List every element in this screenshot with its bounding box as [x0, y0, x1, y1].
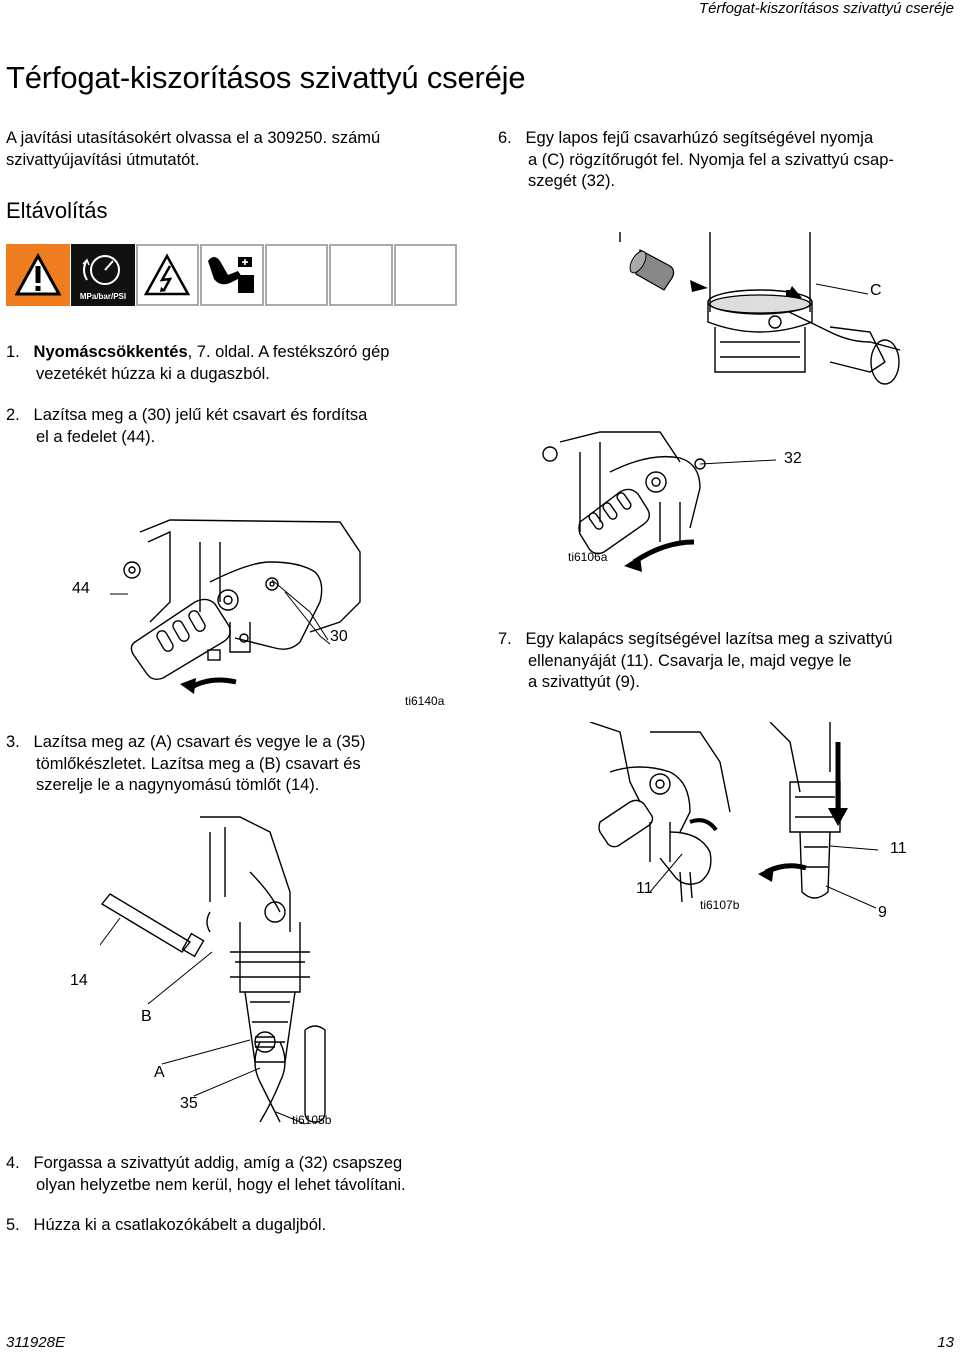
- label-11-left: 11: [636, 880, 653, 897]
- warning-blank-2: [329, 244, 393, 306]
- pressure-gauge-icon: MPa/bar/PSI: [70, 244, 135, 306]
- step-2: 2. Lazítsa meg a (30) jelű két csavart é…: [6, 405, 491, 448]
- running-header: Térfogat-kiszorításos szivattyú cseréje: [698, 0, 954, 17]
- figure-id-ti6106a: ti6106a: [568, 550, 608, 564]
- intro-text: A javítási utasításokért olvassa el a 30…: [6, 128, 380, 171]
- label-a: A: [154, 1064, 165, 1081]
- label-44: 44: [72, 580, 90, 597]
- page-number: 13: [937, 1334, 954, 1351]
- step-7-line-1: Egy kalapács segítségével lazítsa meg a …: [525, 630, 893, 648]
- page-title: Térfogat-kiszorításos szivattyú cseréje: [6, 60, 526, 95]
- label-11-right: 11: [890, 840, 907, 857]
- hand-pinch-icon: ✚: [200, 244, 264, 306]
- figure-pin: [542, 232, 901, 572]
- step-6-line-2: a (C) rögzítőrugót fel. Nyomja fel a szi…: [528, 150, 894, 169]
- step-2-line-1: Lazítsa meg a (30) jelű két csavart és f…: [33, 406, 368, 424]
- step-6: 6. Egy lapos fejű csavarhúzó segítségéve…: [498, 128, 960, 193]
- warning-icon-strip: MPa/bar/PSI ✚: [6, 244, 458, 310]
- step-6-line-1: Egy lapos fejű csavarhúzó segítségével n…: [525, 129, 874, 147]
- step-4-number: 4.: [6, 1154, 20, 1172]
- figure-pump: [590, 722, 879, 909]
- step-1: 1. Nyomáscsökkentés, 7. oldal. A festéks…: [6, 342, 491, 385]
- label-35: 35: [180, 1095, 198, 1112]
- step-7: 7. Egy kalapács segítségével lazítsa meg…: [498, 629, 960, 694]
- warning-blank-1: [264, 244, 328, 306]
- figure-id-ti6105b: ti6105b: [292, 1113, 332, 1127]
- exclamation-icon: [6, 244, 70, 306]
- step-4: 4. Forgassa a szivattyút addig, amíg a (…: [6, 1153, 506, 1196]
- label-32: 32: [784, 450, 802, 467]
- intro-line-1: A javítási utasításokért olvassa el a 30…: [6, 129, 381, 147]
- step-7-number: 7.: [498, 630, 512, 648]
- step-5: 5. Húzza ki a csatlakozókábelt a dugaljb…: [6, 1215, 491, 1237]
- doc-number: 311928E: [6, 1334, 65, 1351]
- figure-hose: [100, 816, 326, 1125]
- gauge-label: MPa/bar/PSI: [79, 292, 125, 301]
- step-7-line-3: a szivattyút (9).: [528, 673, 640, 691]
- step-3-line-1: Lazítsa meg az (A) csavart és vegye le a…: [33, 733, 366, 751]
- figure-id-ti6140a: ti6140a: [405, 694, 445, 708]
- label-30: 30: [330, 628, 348, 645]
- step-2-number: 2.: [6, 406, 20, 424]
- svg-text:✚: ✚: [241, 258, 248, 267]
- step-5-line-1: Húzza ki a csatlakozókábelt a dugaljból.: [33, 1216, 327, 1234]
- label-9: 9: [878, 904, 887, 921]
- step-4-line-2: olyan helyzetbe nem kerül, hogy el lehet…: [36, 1175, 406, 1194]
- step-1-line-2: vezetékét húzza ki a dugaszból.: [36, 364, 270, 383]
- label-c: C: [870, 282, 882, 299]
- step-2-line-2: el a fedelet (44).: [36, 427, 156, 446]
- step-4-line-1: Forgassa a szivattyút addig, amíg a (32)…: [33, 1154, 403, 1172]
- step-1-number: 1.: [6, 343, 20, 361]
- step-1-link[interactable]: Nyomáscsökkentés: [33, 343, 188, 361]
- step-3: 3. Lazítsa meg az (A) csavart és vegye l…: [6, 732, 491, 797]
- intro-line-2: szivattyújavítási útmutatót.: [6, 150, 200, 169]
- figure-cover: [110, 519, 361, 694]
- label-14: 14: [70, 972, 88, 989]
- step-6-line-3: szegét (32).: [528, 172, 616, 190]
- step-3-line-3: szerelje le a nagynyomású tömlőt (14).: [36, 776, 320, 794]
- step-1-rest: , 7. oldal. A festékszóró gép: [187, 343, 390, 361]
- section-heading: Eltávolítás: [6, 198, 108, 223]
- step-3-line-2: tömlőkészletet. Lazítsa meg a (B) csavar…: [36, 754, 361, 773]
- electric-shock-icon: [135, 244, 199, 306]
- step-7-line-2: ellenanyáját (11). Csavarja le, majd veg…: [528, 651, 852, 670]
- step-5-number: 5.: [6, 1216, 20, 1234]
- step-3-number: 3.: [6, 733, 20, 751]
- step-6-number: 6.: [498, 129, 512, 147]
- label-b: B: [141, 1008, 152, 1025]
- figure-id-ti6107b: ti6107b: [700, 898, 740, 912]
- warning-blank-3: [393, 244, 457, 306]
